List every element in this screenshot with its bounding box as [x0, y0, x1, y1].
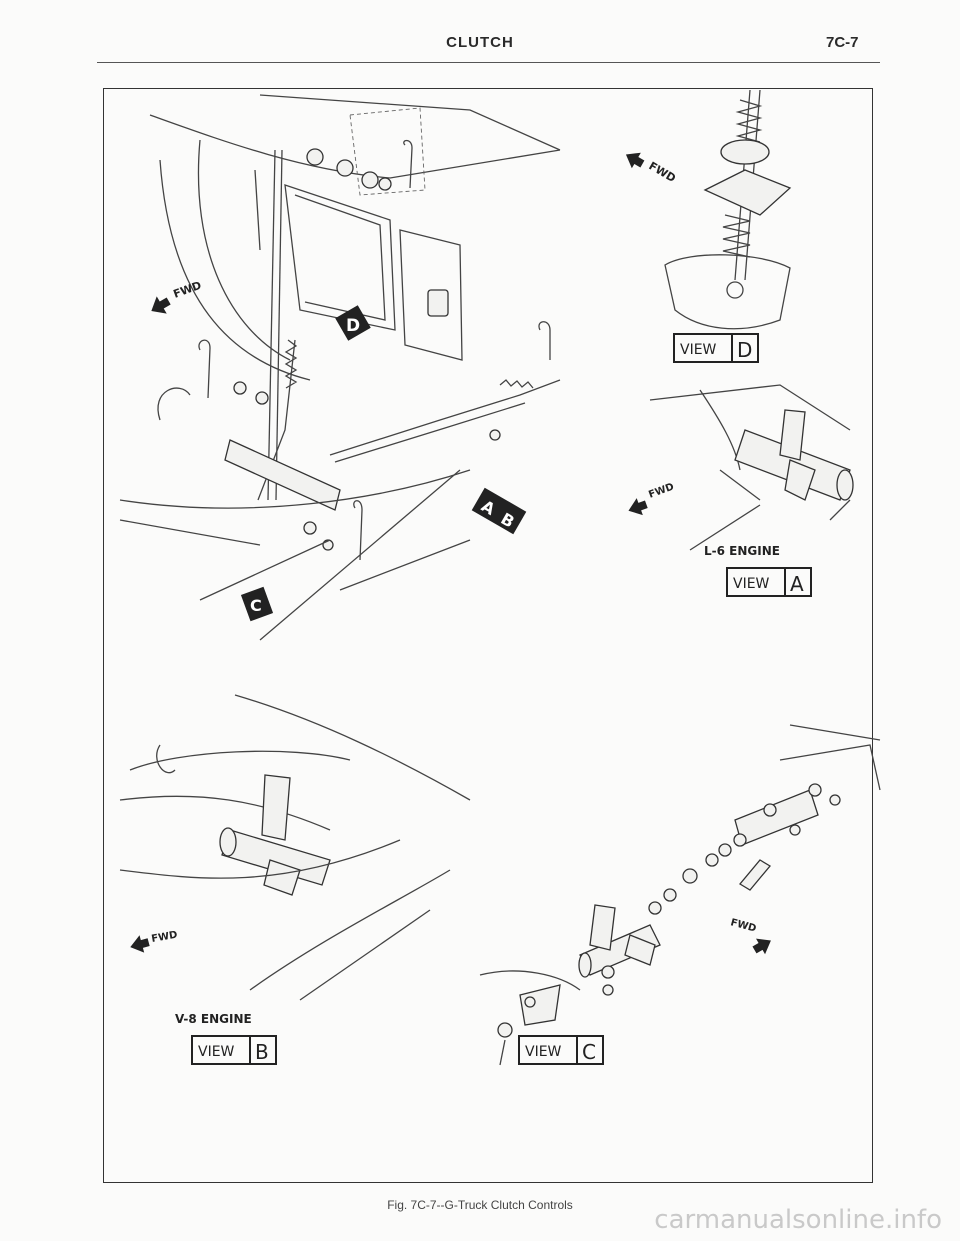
view-c-drawing [479, 724, 881, 1066]
fwd-arrow-view-d: FWD [625, 152, 678, 185]
figure-caption: Fig. 7C-7--G-Truck Clutch Controls [387, 1198, 573, 1212]
view-a-letter: A [790, 572, 804, 596]
page-number: 7C-7 [826, 34, 859, 51]
view-b-drawing [119, 694, 471, 1001]
fwd-arrow-view-b: FWD [130, 930, 179, 953]
view-a-drawing [649, 384, 854, 551]
view-c-letter: C [582, 1040, 596, 1064]
fwd-label-view-c: FWD [729, 917, 757, 934]
view-b-box: VIEW B [191, 1035, 277, 1065]
callout-ab-marker: A B [471, 487, 527, 535]
fwd-arrow-main: FWD [151, 279, 203, 314]
callout-c-marker: C [240, 586, 274, 622]
callout-d-marker: D [335, 305, 371, 341]
view-d-word: VIEW [680, 342, 717, 358]
fwd-label-view-d: FWD [647, 159, 678, 185]
fwd-label-view-a: FWD [647, 482, 675, 501]
v8-engine-label: V-8 ENGINE [175, 1012, 252, 1026]
view-d-letter: D [737, 338, 752, 362]
fwd-arrow-view-c: FWD [729, 917, 771, 955]
view-a-box: VIEW A [726, 567, 812, 597]
view-c-box: VIEW C [518, 1035, 604, 1065]
view-a-word: VIEW [733, 576, 770, 592]
watermark: carmanualsonline.info [654, 1205, 942, 1235]
header-rule [97, 62, 880, 63]
page-header-title: CLUTCH [446, 34, 514, 51]
fwd-label-main: FWD [172, 279, 203, 301]
view-c-word: VIEW [525, 1044, 562, 1060]
fwd-arrow-view-a: FWD [628, 482, 676, 516]
callout-c-label: C [250, 596, 262, 615]
view-d-drawing [664, 89, 792, 330]
view-b-word: VIEW [198, 1044, 235, 1060]
view-b-letter: B [255, 1040, 269, 1064]
view-d-box: VIEW D [673, 333, 759, 363]
main-assembly-drawing [119, 94, 561, 641]
fwd-label-view-b: FWD [151, 930, 179, 945]
figure-frame [103, 88, 873, 1183]
l6-engine-label: L-6 ENGINE [704, 544, 780, 558]
callout-d-label: D [346, 316, 360, 336]
